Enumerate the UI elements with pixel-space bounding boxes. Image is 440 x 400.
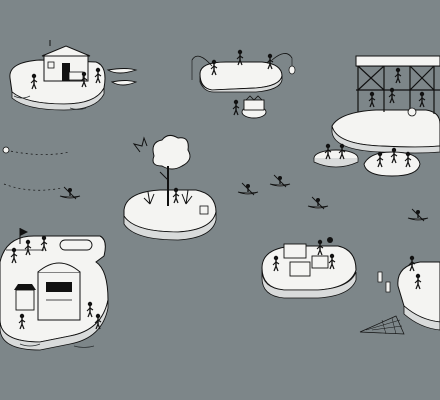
- bucket-on-water: [232, 95, 267, 119]
- fishing-net-island: [359, 255, 440, 335]
- market-island: [261, 237, 357, 299]
- rowboats: [106, 68, 138, 86]
- fishing-island: [191, 49, 296, 93]
- small-chat-islands: [313, 143, 421, 177]
- fishing-line-with-floats: [2, 146, 71, 191]
- tree-garden-island: [123, 134, 217, 241]
- kayakers: [59, 174, 429, 222]
- pier-stage-platform: [331, 55, 440, 154]
- cafe-kiosk-island: [0, 228, 109, 351]
- floating-house-island: [9, 40, 106, 111]
